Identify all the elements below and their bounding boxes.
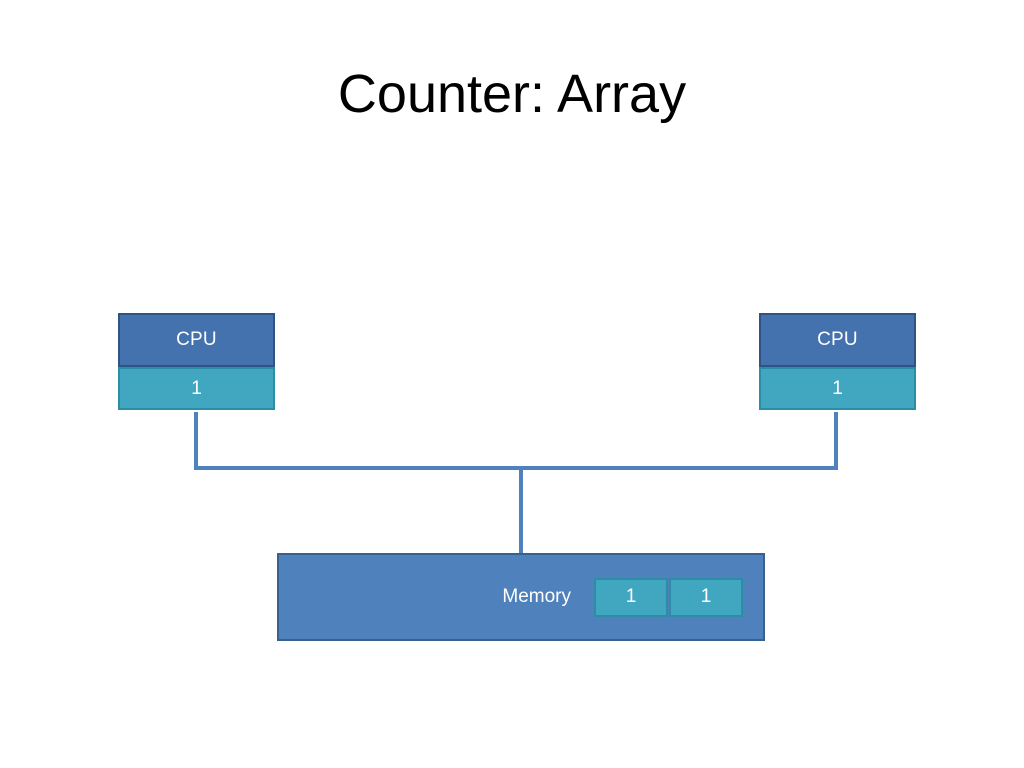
cpu-label-left: CPU: [118, 313, 275, 367]
page-title: Counter: Array: [337, 64, 687, 124]
memory-label: Memory: [502, 586, 571, 607]
memory-array-cell-1: 1: [669, 577, 743, 617]
cpu-unit-right[interactable]: CPU 1: [759, 313, 916, 410]
left-cpu-drop-line: [194, 412, 198, 470]
cpu-cache-value-left: 1: [118, 367, 275, 410]
memory-array-cell-0: 1: [594, 577, 668, 617]
cpu-label-right: CPU: [759, 313, 916, 367]
cpu-unit-left[interactable]: CPU 1: [118, 313, 275, 410]
memory-block[interactable]: Memory 1 1: [277, 553, 765, 641]
memory-array: 1 1: [594, 577, 743, 617]
memory-drop-line: [519, 466, 523, 555]
horizontal-bus-line: [194, 466, 838, 470]
right-cpu-drop-line: [834, 412, 838, 470]
cpu-cache-value-right: 1: [759, 367, 916, 410]
